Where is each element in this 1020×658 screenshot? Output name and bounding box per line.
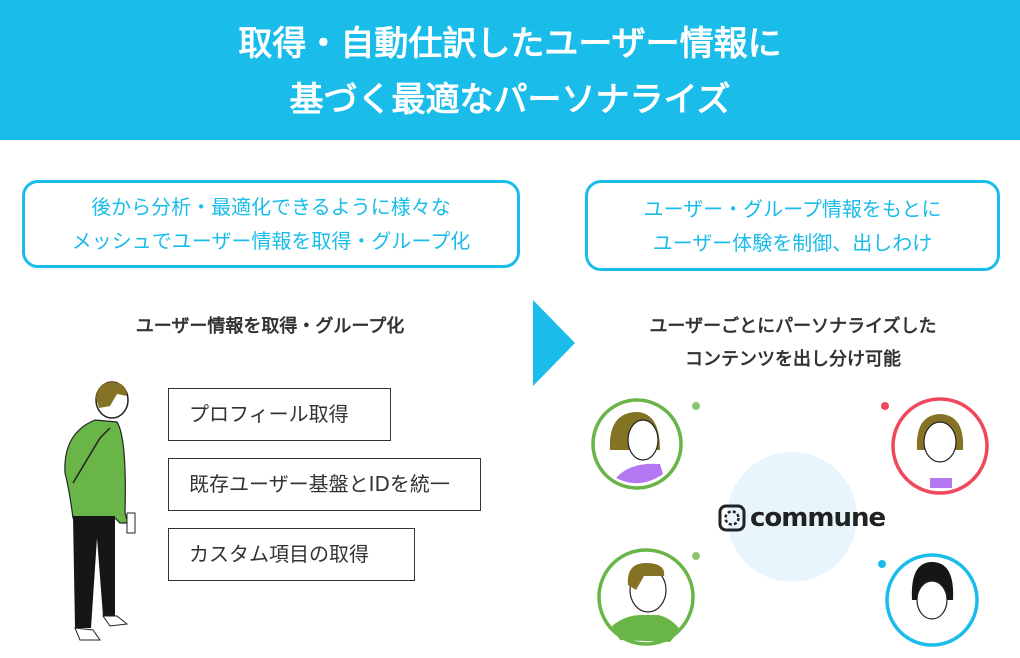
right-callout-line-2: ユーザー体験を制御、出しわけ	[652, 230, 933, 255]
commune-logo-icon	[718, 504, 746, 532]
item-custom: カスタム項目の取得	[168, 528, 415, 581]
arrow-right-icon	[533, 300, 575, 386]
avatar-woman-red	[891, 397, 989, 495]
thinking-person-illustration	[64, 381, 136, 641]
right-callout-line-1: ユーザー・グループ情報をもとに	[643, 196, 942, 221]
personalization-diagram	[591, 397, 989, 647]
dot-cyan	[878, 560, 886, 568]
item-profile: プロフィール取得	[168, 388, 391, 441]
avatar-man-green	[597, 548, 695, 646]
commune-logo-text: commune	[750, 503, 886, 533]
dot-green-2	[692, 552, 700, 560]
right-subtitle-line-1: ユーザーごとにパーソナライズした	[649, 316, 937, 337]
header-banner: 取得・自動仕訳したユーザー情報に 基づく最適なパーソナライズ	[0, 0, 1020, 140]
avatar-woman-black-hair	[885, 553, 979, 647]
left-subtitle: ユーザー情報を取得・グループ化	[135, 316, 405, 337]
title-line-2: 基づく最適なパーソナライズ	[289, 80, 731, 120]
right-callout: ユーザー・グループ情報をもとに ユーザー体験を制御、出しわけ	[585, 180, 1000, 271]
commune-logo: commune	[718, 503, 886, 533]
item-id-unify: 既存ユーザー基盤とIDを統一	[168, 458, 481, 511]
left-callout-line-1: 後から分析・最適化できるように様々な	[91, 195, 451, 219]
avatar-woman-purple	[591, 398, 683, 490]
right-subtitle: ユーザーごとにパーソナライズした コンテンツを出し分け可能	[580, 310, 1006, 376]
dot-green-1	[692, 402, 700, 410]
dot-red	[881, 402, 889, 410]
left-callout-line-2: メッシュでユーザー情報を取得・グループ化	[71, 229, 471, 253]
title-line-1: 取得・自動仕訳したユーザー情報に	[238, 24, 782, 64]
right-subtitle-line-2: コンテンツを出し分け可能	[685, 349, 901, 370]
center-circle	[727, 452, 857, 582]
left-callout: 後から分析・最適化できるように様々な メッシュでユーザー情報を取得・グループ化	[22, 180, 520, 268]
